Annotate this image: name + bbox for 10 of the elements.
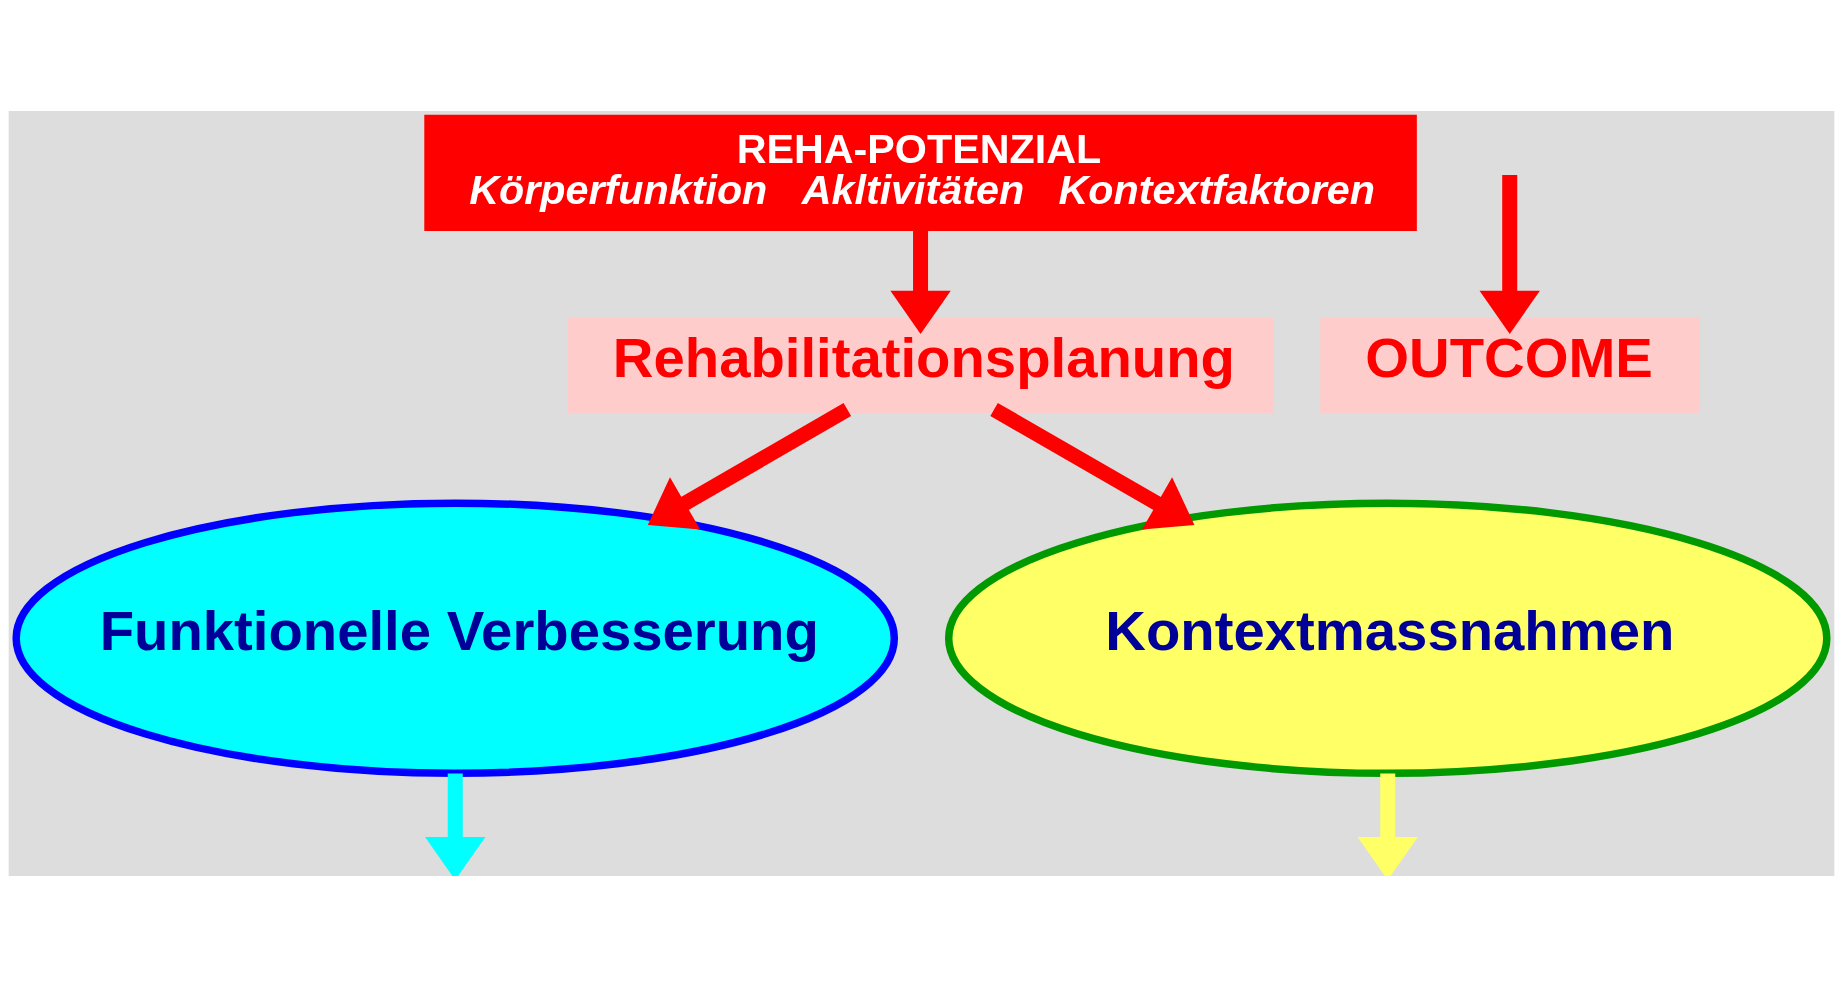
node-box: OUTCOME: [1320, 316, 1700, 413]
arrow: [990, 402, 1195, 530]
node-box: REHA-POTENZIAL Körperfunktion Akltivitäten Kontextfaktoren: [424, 114, 1417, 231]
node-ellipse: Kontextmassnahmen: [944, 498, 1831, 777]
node-ellipse: Funktionelle Verbesserung: [12, 498, 899, 777]
arrow: [647, 402, 852, 529]
arrow: [425, 773, 486, 876]
arrow: [1357, 773, 1418, 876]
arrow: [1479, 174, 1540, 334]
node-box: Rehabilitationsplanung: [567, 316, 1274, 413]
